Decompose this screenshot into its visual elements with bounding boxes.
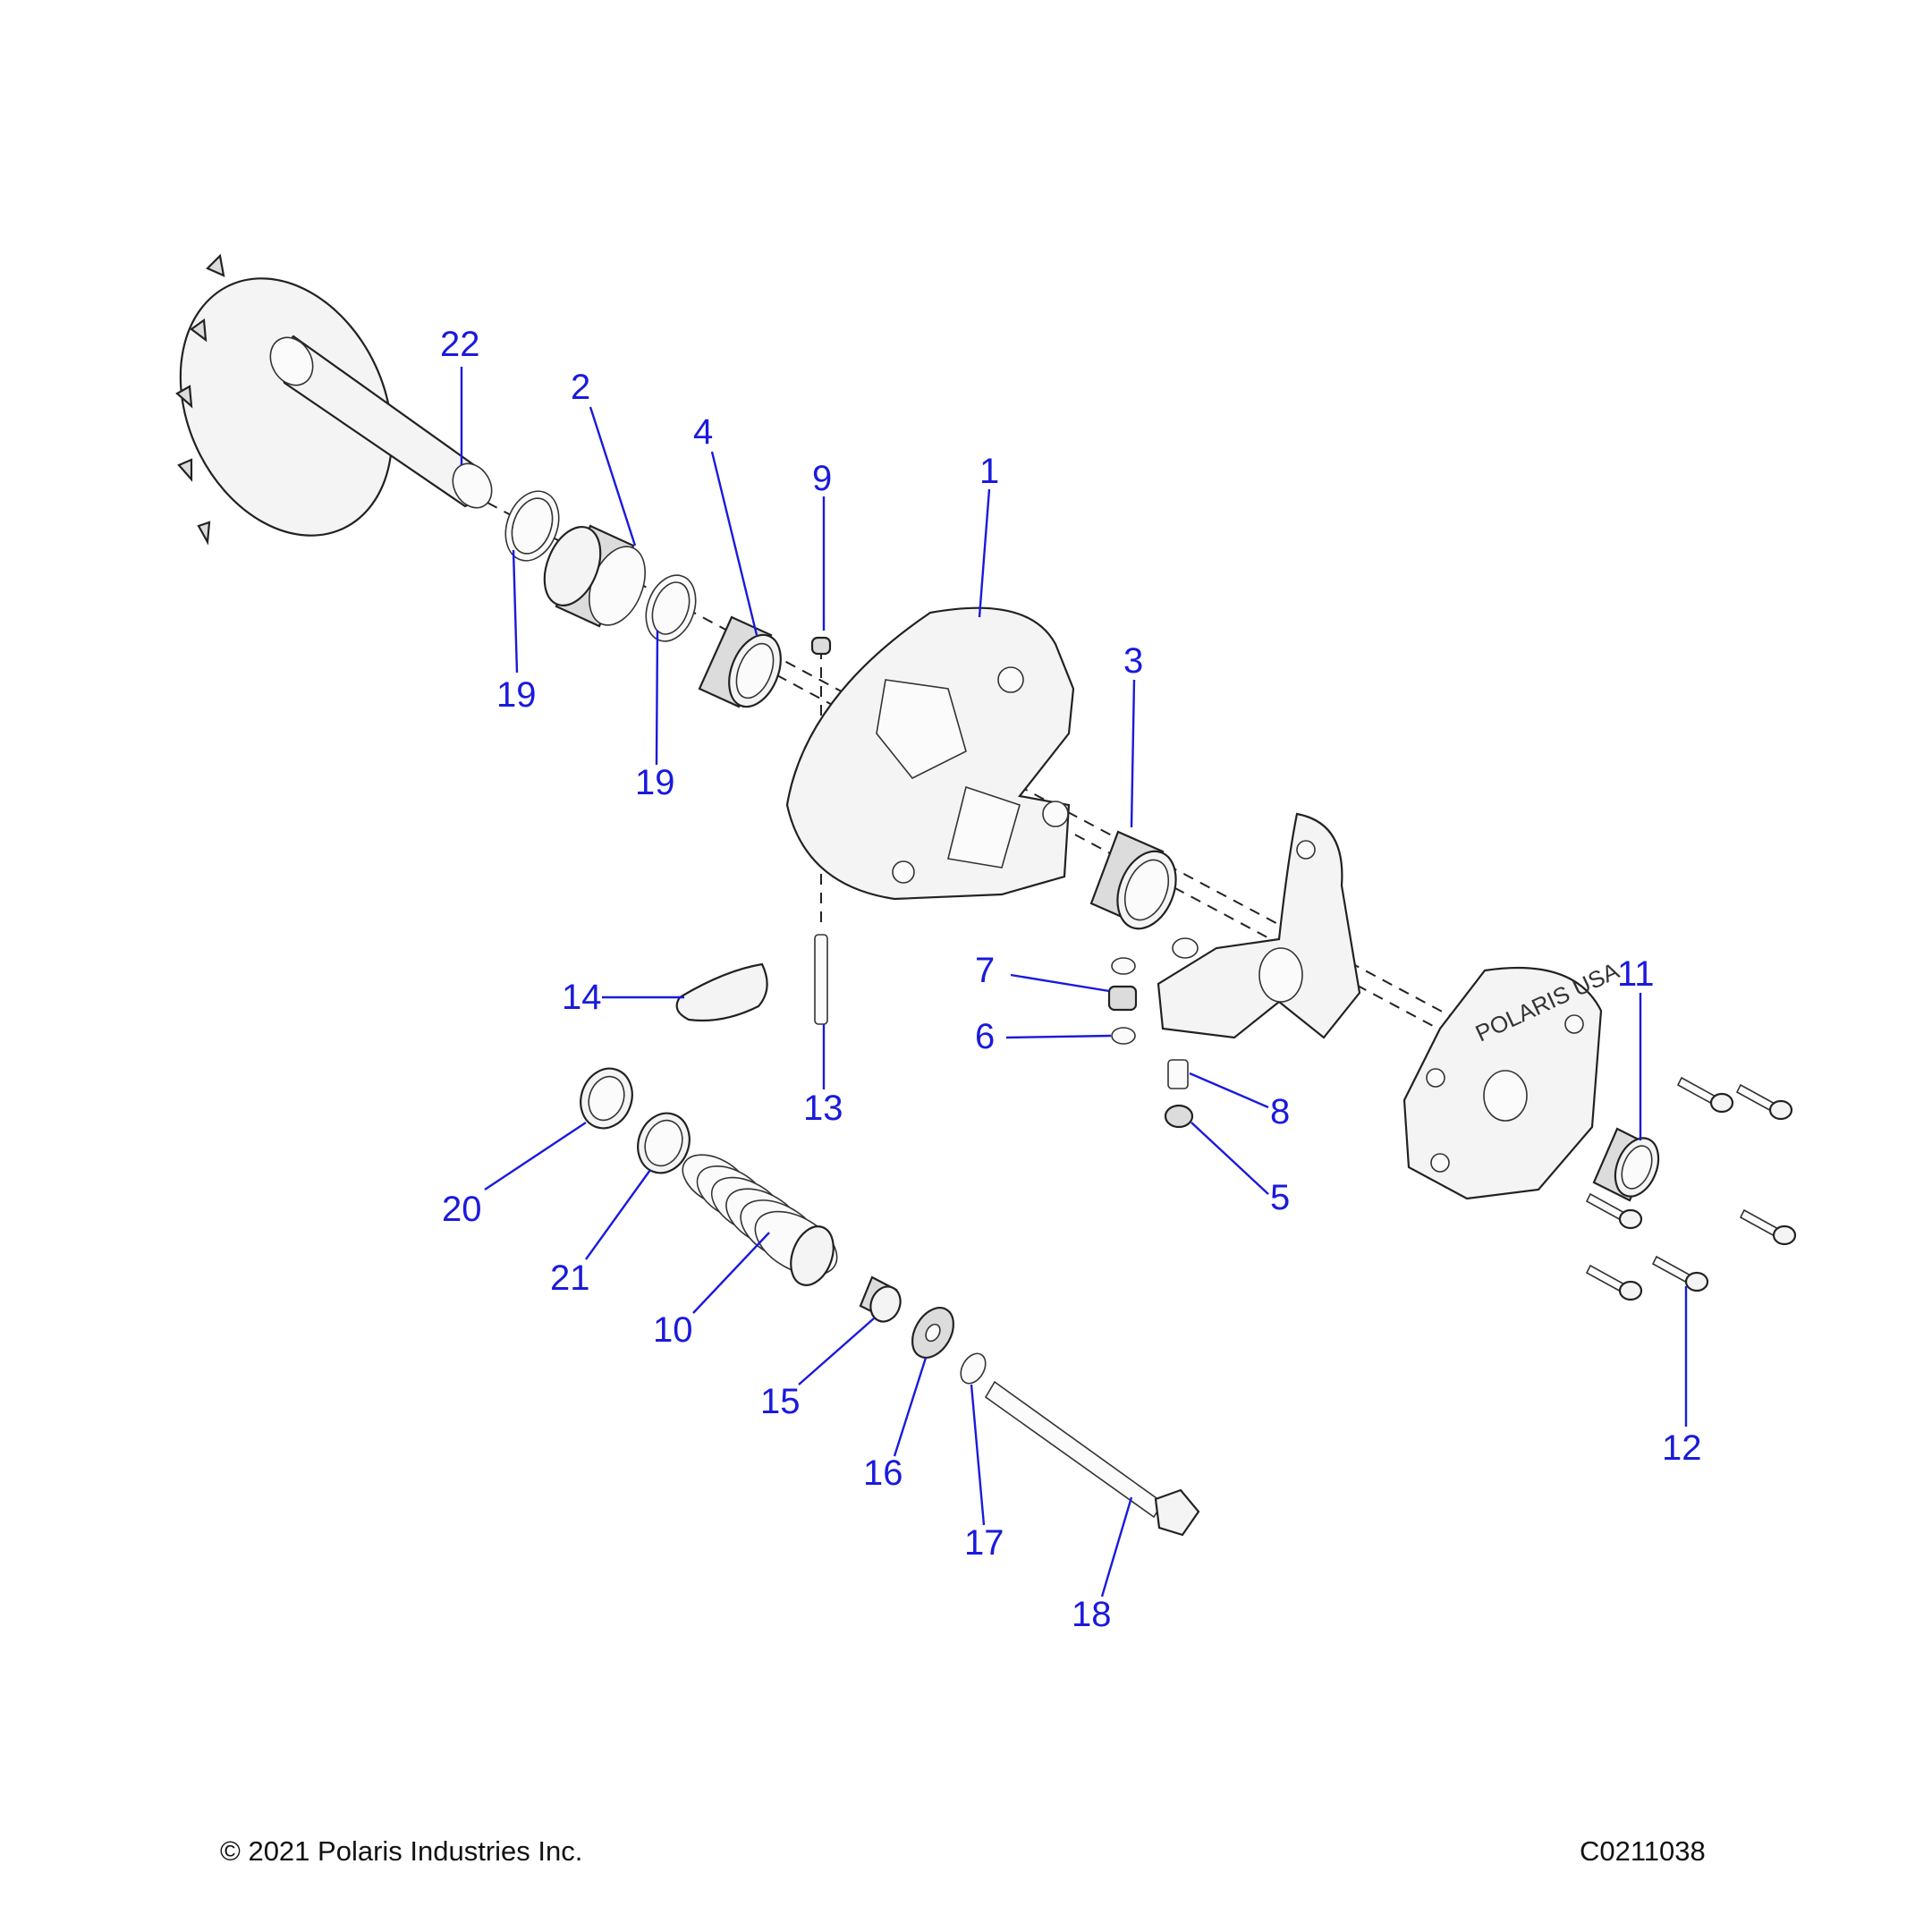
spider (1157, 812, 1361, 1039)
part-6-washer (1111, 1027, 1136, 1045)
part-19-ring-a-inner (511, 497, 554, 555)
callout-4: 4 (693, 412, 713, 452)
part-20-ring-inner (588, 1075, 625, 1122)
callout-15: 15 (760, 1382, 801, 1421)
callout-22: 22 (440, 325, 480, 364)
part-14-weight (675, 962, 768, 1022)
part-11-bushing (1592, 1127, 1660, 1202)
part-2-bushing (543, 524, 646, 628)
part-15-spacer (859, 1275, 902, 1323)
part-6-washer-top (1111, 957, 1136, 975)
part-17-lock-washer (960, 1352, 987, 1385)
callout-9: 9 (812, 459, 832, 498)
callout-11: 11 (1617, 954, 1655, 994)
callout-16: 16 (863, 1453, 903, 1493)
part-9-cap (810, 636, 832, 656)
callout-13: 13 (803, 1089, 843, 1128)
part-12-bolts (1585, 1076, 1797, 1301)
cover-plate: POLARIS USA (1402, 957, 1623, 1200)
callout-5: 5 (1270, 1178, 1290, 1217)
callout-2: 2 (571, 368, 590, 407)
callout-19-a: 19 (496, 675, 537, 715)
drawing-number: C0211038 (1580, 1835, 1706, 1867)
spider-button-top (1172, 937, 1199, 959)
callout-12: 12 (1662, 1428, 1702, 1468)
part-3-bushing (1089, 830, 1177, 930)
callout-1: 1 (979, 452, 999, 491)
callout-21: 21 (550, 1258, 590, 1298)
callout-17: 17 (964, 1523, 1004, 1563)
callout-19-b: 19 (635, 763, 675, 802)
callout-6: 6 (975, 1017, 995, 1056)
callout-14: 14 (562, 978, 602, 1017)
part-1-sheave-body (785, 606, 1075, 901)
part-8-pin (1167, 1059, 1189, 1089)
callout-18: 18 (1072, 1595, 1112, 1634)
leader-lines (460, 367, 1688, 1597)
callout-8: 8 (1270, 1092, 1290, 1131)
callout-3: 3 (1123, 641, 1143, 681)
part-18-bolt (984, 1380, 1200, 1537)
part-7-bushing (1107, 985, 1138, 1012)
part-19-ring-b-inner (651, 581, 691, 635)
part-22-sheave (175, 253, 493, 546)
callout-20: 20 (442, 1190, 482, 1229)
part-10-spring (682, 1154, 838, 1286)
part-21-ring-inner (644, 1119, 683, 1167)
callout-7: 7 (975, 951, 995, 990)
copyright-text: © 2021 Polaris Industries Inc. (220, 1835, 583, 1867)
part-13-pin (814, 934, 828, 1025)
part-5-button (1164, 1104, 1194, 1129)
part-16-washer-hole (925, 1323, 941, 1343)
part-4-bushing (698, 615, 782, 708)
callout-10: 10 (653, 1310, 693, 1350)
